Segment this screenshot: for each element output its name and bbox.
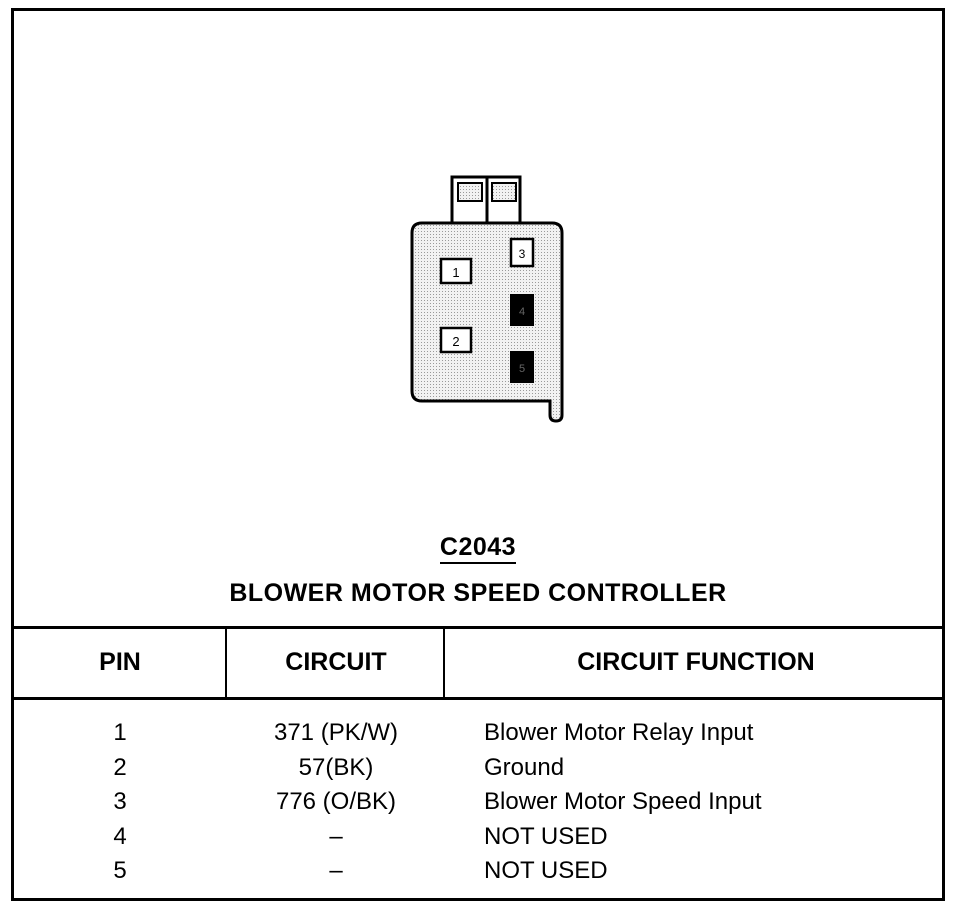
table-cell-circuit: 776 (O/BK) (275, 788, 397, 815)
table-cell-circuit: – (329, 857, 343, 884)
header-circuit-function: CIRCUIT FUNCTION (577, 648, 815, 676)
pin-label-4: 4 (519, 306, 525, 318)
table-cell-pin: 1 (113, 719, 127, 746)
table-header-row: PIN CIRCUIT CIRCUIT FUNCTION (14, 626, 942, 700)
table-cell-pin: 4 (113, 822, 127, 850)
circuit-function-column: Blower Motor Relay Input Ground Blower M… (484, 716, 924, 889)
column-divider (225, 626, 227, 700)
pin-cavity-1: 1 (439, 257, 473, 285)
table-cell-function: NOT USED (484, 857, 608, 884)
pin-label-2: 2 (452, 334, 459, 349)
pin-label-3: 3 (519, 247, 526, 261)
connector-c2043-illustration: 1 2 3 4 5 (410, 175, 564, 423)
pin-label-1: 1 (452, 265, 459, 280)
table-cell-pin: 5 (113, 857, 127, 884)
pin-cavity-5: 5 (510, 351, 534, 383)
connector-body (410, 221, 564, 423)
table-cell-pin: 3 (113, 788, 127, 815)
pinout-table: PIN CIRCUIT CIRCUIT FUNCTION 1 2 3 4 5 3… (14, 626, 942, 898)
table-cell-function: Blower Motor Speed Input (484, 788, 762, 815)
circuit-column: 371 (PK/W) 57(BK) 776 (O/BK) – – (228, 716, 444, 889)
column-divider (443, 626, 445, 700)
diagram-frame: 1 2 3 4 5 C2043 BLOWER MOTOR SPEED CONTR… (11, 8, 945, 901)
pin-label-5: 5 (519, 363, 525, 375)
connector-id-text: C2043 (439, 533, 517, 564)
table-cell-function: Blower Motor Relay Input (484, 719, 754, 746)
header-pin: PIN (99, 648, 141, 676)
table-cell-circuit: 371 (PK/W) (273, 719, 399, 746)
connector-id-label: C2043 (14, 533, 942, 564)
table-cell-pin: 2 (113, 753, 127, 781)
connector-name-label: BLOWER MOTOR SPEED CONTROLLER (229, 579, 727, 607)
connector-latch (450, 175, 522, 225)
pin-cavity-2: 2 (439, 326, 473, 354)
connector-diagram-area: 1 2 3 4 5 C2043 BLOWER MOTOR SPEED CONTR… (14, 11, 942, 629)
table-cell-circuit: 57(BK) (298, 753, 374, 781)
pin-column: 1 2 3 4 5 (14, 716, 226, 889)
table-cell-function: NOT USED (484, 822, 608, 850)
header-circuit: CIRCUIT (285, 648, 387, 676)
pin-cavity-3: 3 (509, 237, 535, 268)
table-cell-function: Ground (484, 753, 565, 781)
table-cell-circuit: – (329, 822, 343, 850)
pin-cavity-4: 4 (510, 294, 534, 326)
